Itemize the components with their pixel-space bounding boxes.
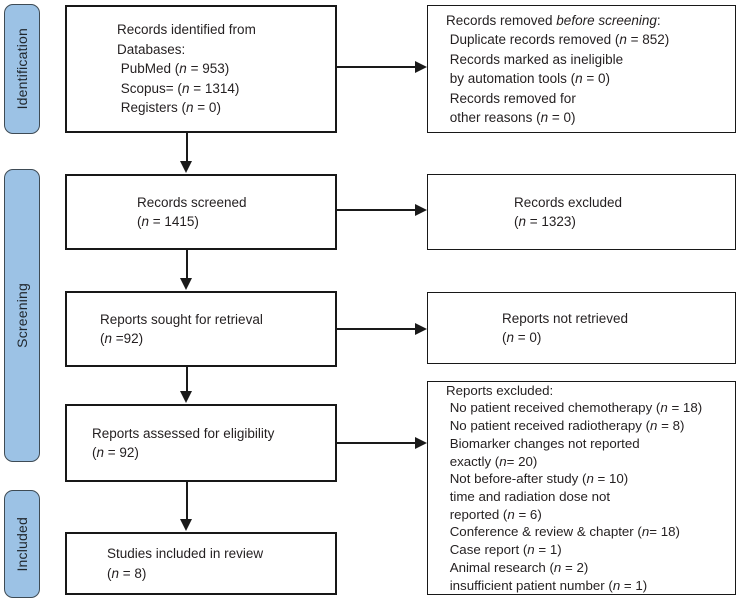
box-text: Reports not retrieved(n = 0) [502, 310, 629, 346]
arrow-sought-to-not-retrieved [337, 323, 427, 335]
arrow-assessed-to-reports-excluded [337, 437, 427, 449]
arrow-identified-to-screened [180, 133, 192, 173]
stage-label-identification: Identification [14, 28, 30, 110]
box-records-excluded: Records excluded(n = 1323) [427, 174, 736, 250]
box-text: Studies included in review(n = 8) [107, 546, 264, 581]
arrow-sought-to-assessed [180, 367, 192, 403]
box-studies-included: Studies included in review(n = 8) [65, 532, 337, 595]
box-reports-sought: Reports sought for retrieval(n =92) [65, 291, 337, 367]
arrow-screened-to-sought [180, 250, 192, 290]
stage-bar-screening: Screening [4, 169, 40, 462]
stage-label-included: Included [14, 516, 30, 572]
arrow-assessed-to-included [180, 482, 192, 531]
box-reports-not-retrieved: Reports not retrieved(n = 0) [427, 292, 736, 364]
arrow-screened-to-excluded [337, 204, 427, 216]
arrow-identified-to-removed [337, 61, 427, 73]
box-records-screened: Records screened(n = 1415) [65, 174, 337, 250]
box-text: Records excluded(n = 1323) [514, 194, 623, 230]
stage-bar-identification: Identification [4, 4, 40, 134]
stage-label-screening: Screening [14, 283, 30, 348]
stage-bar-included: Included [4, 490, 40, 598]
box-records-removed: Records removed before screening: Duplic… [427, 5, 736, 133]
box-text: Records screened(n = 1415) [137, 194, 247, 230]
box-text: Reports assessed for eligibility(n = 92) [92, 425, 275, 461]
box-text: Reports sought for retrieval(n =92) [100, 311, 263, 347]
box-text: Records removed before screening: Duplic… [446, 12, 670, 126]
box-text: Reports excluded: No patient received ch… [446, 382, 703, 593]
box-reports-assessed: Reports assessed for eligibility(n = 92) [65, 404, 337, 482]
box-reports-excluded-reasons: Reports excluded: No patient received ch… [427, 381, 736, 595]
